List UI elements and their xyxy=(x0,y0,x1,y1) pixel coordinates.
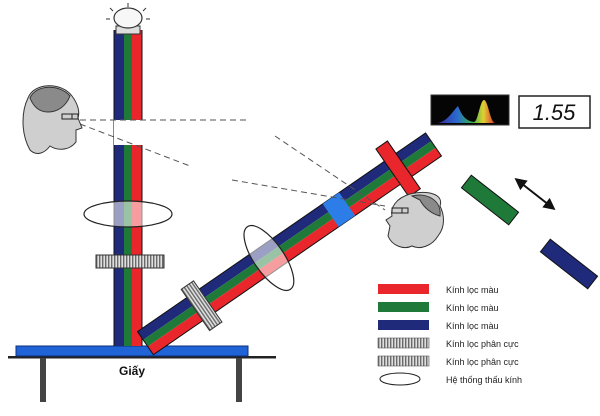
legend-label-polarizer-2: Kính lọc phân cực xyxy=(446,357,519,367)
legend-item-polarizer-1: Kính lọc phân cực xyxy=(377,337,519,349)
legend-item-green-filter: Kính lọc màu xyxy=(378,302,499,313)
vertical-polarizer xyxy=(95,254,165,269)
legend-label-lens: Hệ thống thấu kính xyxy=(446,375,522,385)
spectrum-display xyxy=(430,94,510,126)
legend-label-green-filter: Kính lọc màu xyxy=(446,303,499,313)
green-filter-loose xyxy=(460,174,520,226)
readout-value: 1.55 xyxy=(533,100,577,125)
observer-right-icon xyxy=(385,192,444,249)
paper-label: Giấy xyxy=(119,364,145,378)
diagonal-lens xyxy=(243,224,295,292)
legend-item-lens: Hệ thống thấu kính xyxy=(379,372,522,386)
readout-box xyxy=(518,95,591,129)
vertical-lens xyxy=(83,200,173,228)
legend-label-red-filter: Kính lọc màu xyxy=(446,285,499,295)
observer-left-icon xyxy=(22,85,83,154)
lamp-icon xyxy=(106,3,150,35)
vertical-light-beam xyxy=(113,30,143,346)
legend-item-red-filter: Kính lọc màu xyxy=(378,284,499,295)
legend-label-blue-filter: Kính lọc màu xyxy=(446,321,499,331)
legend-item-blue-filter: Kính lọc màu xyxy=(378,320,499,331)
swap-arrow-icon xyxy=(514,177,556,211)
legend-label-polarizer-1: Kính lọc phân cực xyxy=(446,339,519,349)
diagonal-light-beam xyxy=(136,132,443,356)
legend: Kính lọc màu Kính lọc màu Kính lọc màu K… xyxy=(377,284,522,386)
blue-filter-loose xyxy=(539,238,599,290)
legend-item-polarizer-2: Kính lọc phân cực xyxy=(377,355,519,367)
table-base xyxy=(8,356,276,402)
sight-lines xyxy=(79,119,386,211)
paper-sheet xyxy=(15,345,249,357)
diagonal-polarizer xyxy=(180,280,223,332)
